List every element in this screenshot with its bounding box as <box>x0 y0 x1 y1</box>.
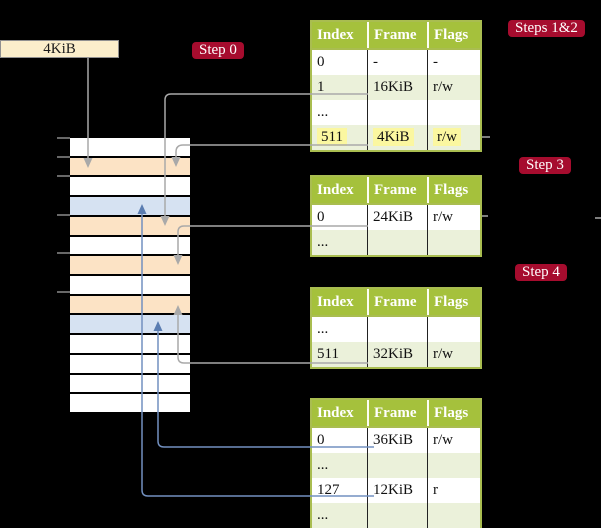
page-table-step-4: Index Frame Flags ... 511 32KiB r/w <box>310 287 482 369</box>
column-header-flags: Flags <box>427 177 480 203</box>
cell-frame: 4KiB <box>367 125 427 150</box>
cell-flags <box>427 317 480 342</box>
cell-flags: r/w <box>427 125 480 150</box>
cell-index: ... <box>312 230 367 255</box>
cell-frame: 12KiB <box>367 478 427 503</box>
memory-frame-white <box>70 175 190 196</box>
badge-step-3: Step 3 <box>519 157 571 174</box>
memory-frame-white <box>70 392 190 413</box>
memory-frame-white <box>70 234 190 255</box>
cell-index: 1 <box>312 75 367 100</box>
table-row: ... <box>312 230 480 255</box>
cell-frame <box>367 453 427 478</box>
memory-frame-blue <box>70 313 190 334</box>
badge-step-4: Step 4 <box>515 264 567 281</box>
cell-flags: r <box>427 478 480 503</box>
column-header-index: Index <box>317 27 354 43</box>
cell-flags: r/w <box>427 205 480 230</box>
cell-frame: 32KiB <box>367 342 427 367</box>
cell-frame: - <box>367 50 427 75</box>
cell-frame: 36KiB <box>367 428 427 453</box>
table-row: 127 12KiB r <box>312 478 480 503</box>
page-table-steps-1-2: Index Frame Flags 0 - - 1 16KiB r/w ... … <box>310 20 482 152</box>
table-header-row: Index Frame Flags <box>312 289 480 315</box>
table-row: ... <box>312 503 480 528</box>
cell-index: ... <box>317 321 329 337</box>
badge-steps-1-2: Steps 1&2 <box>508 20 585 37</box>
memory-frame-white <box>70 274 190 294</box>
column-header-frame: Frame <box>367 400 427 426</box>
table-row-highlighted: 511 4KiB r/w <box>312 125 480 150</box>
cell-index: 0 <box>317 209 325 225</box>
label-box-4kib-text: 4KiB <box>43 41 76 57</box>
column-header-flags: Flags <box>427 22 480 48</box>
cell-flags <box>427 230 480 255</box>
table-row: 1 16KiB r/w <box>312 75 480 100</box>
cell-index: 0 <box>317 432 325 448</box>
memory-frame-blue <box>70 195 190 215</box>
column-header-index: Index <box>317 405 354 421</box>
table-row: 0 - - <box>312 50 480 75</box>
table-row: 0 36KiB r/w <box>312 428 480 453</box>
table-row: ... <box>312 100 480 125</box>
cell-index: ... <box>317 104 329 120</box>
column-header-index: Index <box>317 294 354 310</box>
cell-flags <box>427 503 480 528</box>
table-row: 511 32KiB r/w <box>312 342 480 367</box>
label-box-4kib: 4KiB <box>0 40 119 58</box>
table-header-row: Index Frame Flags <box>312 177 480 203</box>
cell-frame <box>367 100 427 125</box>
memory-frame-orange <box>70 214 190 235</box>
physical-memory-column <box>70 138 190 413</box>
cell-index: 511 <box>312 125 367 150</box>
memory-frame-white <box>70 138 190 156</box>
cell-frame <box>367 503 427 528</box>
memory-frame-white <box>70 372 190 393</box>
memory-frame-white <box>70 352 190 373</box>
cell-index: ... <box>312 453 367 478</box>
cell-flags <box>427 453 480 478</box>
cell-index: 511 <box>312 342 367 367</box>
memory-frame-orange <box>70 155 190 176</box>
memory-frame-orange <box>70 293 190 314</box>
cell-frame <box>367 230 427 255</box>
column-header-flags: Flags <box>427 400 480 426</box>
column-header-index: Index <box>317 182 354 198</box>
table-row: ... <box>312 317 480 342</box>
badge-step-0: Step 0 <box>192 42 244 59</box>
cell-index: 0 <box>317 54 325 70</box>
column-header-flags: Flags <box>427 289 480 315</box>
cell-flags: r/w <box>427 342 480 367</box>
column-header-frame: Frame <box>367 177 427 203</box>
column-header-frame: Frame <box>367 22 427 48</box>
table-row: ... <box>312 453 480 478</box>
memory-boundary-ticks <box>57 137 70 293</box>
table-header-row: Index Frame Flags <box>312 400 480 426</box>
cell-flags <box>427 100 480 125</box>
cell-flags: - <box>427 50 480 75</box>
cell-frame <box>367 317 427 342</box>
column-header-frame: Frame <box>367 289 427 315</box>
cell-frame: 24KiB <box>367 205 427 230</box>
cell-flags: r/w <box>427 428 480 453</box>
memory-frame-orange <box>70 254 190 275</box>
page-table-level-1: Index Frame Flags 0 36KiB r/w ... 127 12… <box>310 398 482 528</box>
memory-frame-white <box>70 333 190 353</box>
cell-index: 127 <box>317 482 340 498</box>
page-table-step-3: Index Frame Flags 0 24KiB r/w ... <box>310 175 482 257</box>
table-row: 0 24KiB r/w <box>312 205 480 230</box>
cell-frame: 16KiB <box>367 75 427 100</box>
cell-index: ... <box>312 503 367 528</box>
table-header-row: Index Frame Flags <box>312 22 480 48</box>
cell-flags: r/w <box>427 75 480 100</box>
